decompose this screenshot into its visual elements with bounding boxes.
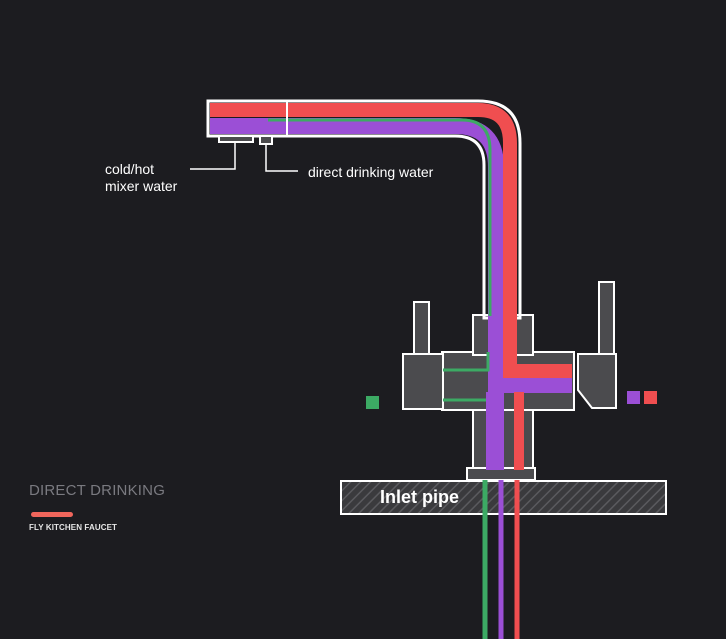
mixer-water-label-line1: cold/hot — [105, 161, 155, 177]
mixer-leader-line — [190, 142, 236, 170]
legend-red-square — [644, 391, 657, 404]
left-handle-housing — [402, 353, 444, 410]
brand-title: DIRECT DRINKING — [29, 482, 166, 499]
mixed-stem-channel — [486, 392, 504, 470]
right-handle-housing — [577, 353, 617, 409]
right-lever — [598, 281, 615, 355]
direct-drinking-label: direct drinking water — [308, 164, 434, 180]
left-lever — [413, 301, 430, 355]
hot-water-channel — [210, 103, 572, 378]
brand-subtitle: FLY KITCHEN FAUCET — [29, 523, 118, 532]
mixer-water-label: cold/hot mixer water — [105, 161, 177, 195]
direct-water-channel — [268, 118, 492, 316]
brand-accent-bar — [31, 512, 73, 517]
mixer-water-label-line2: mixer water — [105, 178, 178, 194]
hot-stem-channel — [514, 392, 524, 470]
direct-water-routing — [443, 352, 490, 372]
inlet-pipe-label: Inlet pipe — [380, 487, 460, 507]
direct-outlet-nozzle — [259, 135, 273, 145]
direct-leader-line — [265, 144, 298, 172]
legend-purple-square — [627, 391, 640, 404]
mixer-outlet-nozzle — [218, 135, 254, 143]
legend-green-square — [366, 396, 379, 409]
